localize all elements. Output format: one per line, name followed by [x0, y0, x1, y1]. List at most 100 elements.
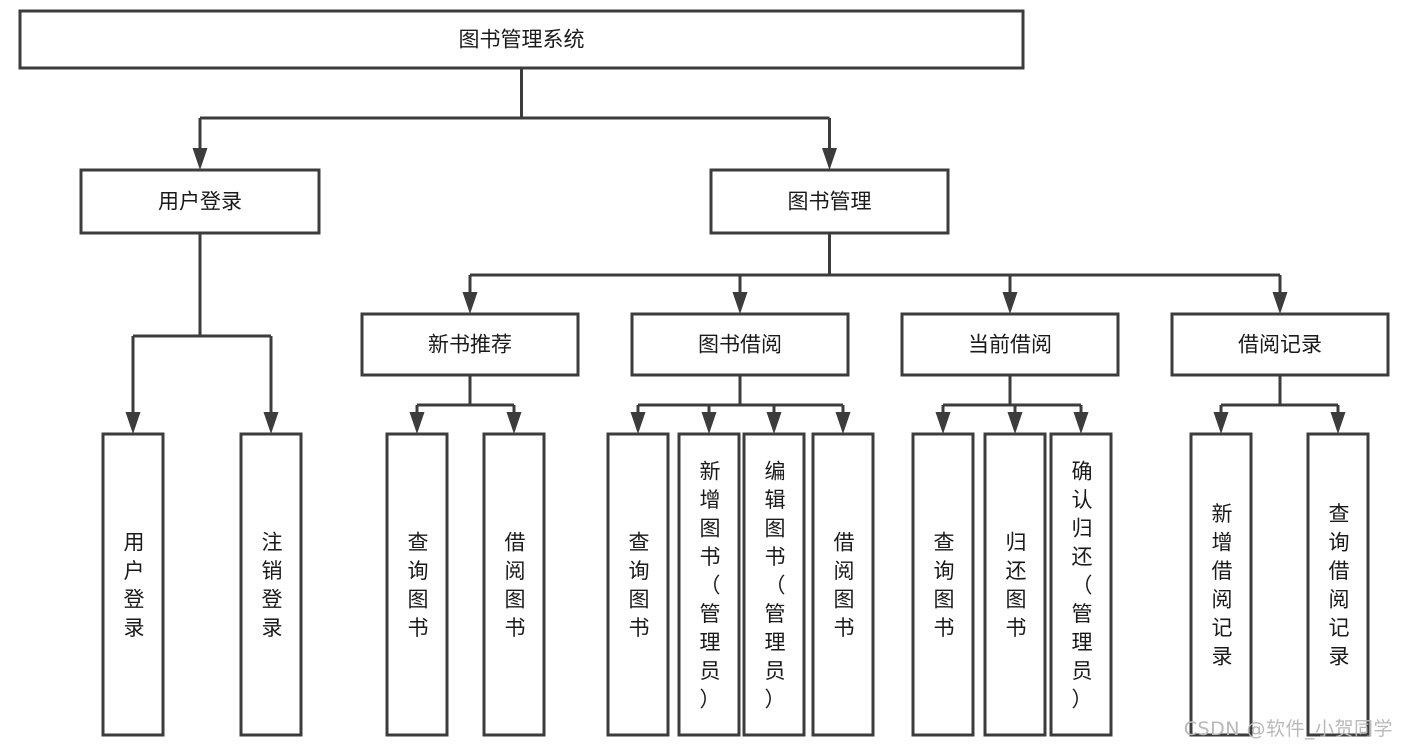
node-box — [630, 312, 850, 377]
node-box — [360, 312, 580, 377]
node-label-char: 增 — [1212, 531, 1233, 555]
node-label-char: 询 — [934, 559, 955, 583]
node-label-char: 理 — [765, 630, 786, 654]
node-label-char: 阅 — [1329, 588, 1350, 612]
node-new-book-recommend[interactable]: 新书推荐 — [360, 312, 580, 377]
node-label-char: 询 — [1329, 531, 1350, 555]
node-current-borrow[interactable]: 当前借阅 — [900, 312, 1120, 377]
connectors-layer — [125, 68, 1346, 434]
node-label-char: 书 — [765, 545, 786, 569]
node-borrow-record[interactable]: 借阅记录 — [1170, 312, 1390, 377]
node-label-char: 认 — [1072, 488, 1093, 512]
arrow-head-icon — [462, 292, 478, 314]
node-label-char: 借 — [1329, 559, 1350, 583]
node-label-char: （ — [1072, 573, 1093, 597]
node-box — [1170, 312, 1390, 377]
arrow-head-icon — [1073, 412, 1089, 434]
node-label: 借阅记录 — [1238, 333, 1322, 357]
watermark-label: CSDN @软件_小贺同学 — [1183, 718, 1393, 740]
node-label-char: 书 — [505, 616, 526, 640]
node-label-char: 理 — [1072, 630, 1093, 654]
node-label-char: 员 — [700, 659, 721, 683]
node-label-char: 登 — [124, 588, 145, 612]
node-leaf-user-login[interactable]: 用户登录 — [101, 432, 165, 737]
node-label-char: ） — [765, 687, 786, 711]
node-label-char: 书 — [1006, 616, 1027, 640]
node-label-char: 辑 — [765, 488, 786, 512]
node-book-manage[interactable]: 图书管理 — [709, 168, 950, 235]
arrow-head-icon — [766, 412, 782, 434]
node-label-char: 归 — [1006, 531, 1027, 555]
node-label-char: 书 — [629, 616, 650, 640]
node-label-char: 登 — [262, 588, 283, 612]
node-label-char: 借 — [1212, 559, 1233, 583]
node-label-char: 录 — [124, 616, 145, 640]
node-label-char: 书 — [834, 616, 855, 640]
node-label-char: 图 — [505, 588, 526, 612]
node-label-char: 销 — [262, 559, 283, 583]
arrow-head-icon — [263, 412, 279, 434]
node-label-char: 录 — [262, 616, 283, 640]
node-label-char: 借 — [834, 531, 855, 555]
node-label-char: 图 — [1006, 588, 1027, 612]
node-label-char: 图 — [408, 588, 429, 612]
arrow-head-icon — [835, 412, 851, 434]
node-label: 用户登录 — [158, 190, 242, 214]
arrow-head-icon — [630, 412, 646, 434]
node-label-char: ） — [700, 687, 721, 711]
node-box — [1306, 432, 1370, 737]
node-box — [911, 432, 975, 737]
node-label-char: 图 — [834, 588, 855, 612]
node-user-login[interactable]: 用户登录 — [79, 168, 321, 235]
node-label-char: 阅 — [834, 559, 855, 583]
node-label-char: 户 — [124, 559, 145, 583]
node-label: 当前借阅 — [968, 333, 1052, 357]
arrow-head-icon — [1213, 412, 1229, 434]
node-box — [385, 432, 449, 737]
arrow-head-icon — [1330, 412, 1346, 434]
node-label-char: 书 — [700, 545, 721, 569]
arrow-head-icon — [935, 412, 951, 434]
node-box — [742, 432, 806, 737]
node-label-char: 还 — [1006, 559, 1027, 583]
arrow-head-icon — [701, 412, 717, 434]
arrow-head-icon — [1007, 412, 1023, 434]
node-label-char: 借 — [505, 531, 526, 555]
node-box — [1049, 432, 1113, 737]
arrow-head-icon — [506, 412, 522, 434]
node-label-char: 图 — [700, 516, 721, 540]
arrow-head-icon — [1002, 292, 1018, 314]
node-label-char: 注 — [262, 531, 283, 555]
node-box — [18, 9, 1025, 70]
node-label-char: 管 — [765, 602, 786, 626]
node-book-borrow[interactable]: 图书借阅 — [630, 312, 850, 377]
node-label-char: （ — [700, 573, 721, 597]
node-label-char: 新 — [1212, 502, 1233, 526]
node-label-char: 用 — [124, 531, 145, 555]
node-label-char: 新 — [700, 459, 721, 483]
node-label-char: 询 — [629, 559, 650, 583]
node-label-char: 理 — [700, 630, 721, 654]
node-box — [482, 432, 546, 737]
node-label-char: 书 — [408, 616, 429, 640]
node-label-char: 查 — [934, 531, 955, 555]
node-root[interactable]: 图书管理系统 — [18, 9, 1025, 70]
node-box — [606, 432, 670, 737]
node-label: 新书推荐 — [428, 333, 512, 357]
node-label-char: 图 — [629, 588, 650, 612]
arrow-head-icon — [125, 412, 141, 434]
